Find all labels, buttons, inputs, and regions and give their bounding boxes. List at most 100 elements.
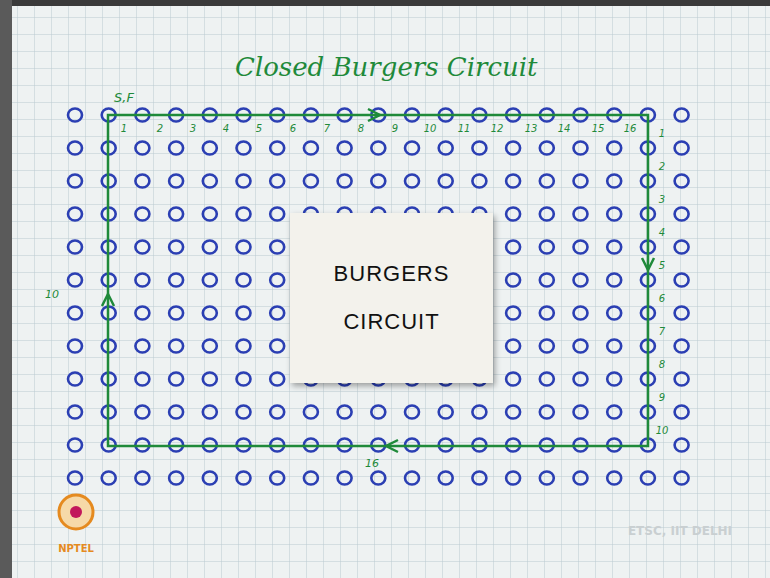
atom-circle bbox=[675, 142, 689, 155]
atom-circle bbox=[607, 373, 621, 386]
atom-circle bbox=[405, 406, 419, 419]
atom-circle bbox=[506, 472, 520, 485]
atom-circle bbox=[203, 208, 217, 221]
atom-circle bbox=[237, 373, 251, 386]
atom-circle bbox=[237, 307, 251, 320]
atom-circle bbox=[68, 175, 82, 188]
atom-circle bbox=[237, 142, 251, 155]
logo-text: NPTEL bbox=[58, 543, 94, 554]
atom-circle bbox=[338, 175, 352, 188]
atom-circle bbox=[472, 142, 486, 155]
atom-circle bbox=[607, 175, 621, 188]
atom-circle bbox=[540, 373, 554, 386]
logo-ring bbox=[59, 495, 93, 529]
atom-circle bbox=[439, 175, 453, 188]
step-count: 10 bbox=[45, 288, 59, 301]
atom-circle bbox=[68, 142, 82, 155]
atom-circle bbox=[304, 175, 318, 188]
atom-circle bbox=[237, 208, 251, 221]
atom-circle bbox=[675, 208, 689, 221]
atom-circle bbox=[203, 406, 217, 419]
step-count: 16 bbox=[365, 457, 379, 470]
direction-arrow bbox=[642, 258, 654, 270]
atom-circle bbox=[574, 241, 588, 254]
atom-circle bbox=[203, 241, 217, 254]
atom-circle bbox=[68, 340, 82, 353]
atom-circle bbox=[675, 472, 689, 485]
atom-circle bbox=[68, 373, 82, 386]
step-number: 10 bbox=[656, 425, 669, 436]
atom-circle bbox=[270, 307, 284, 320]
left-edge bbox=[0, 0, 12, 578]
atom-circle bbox=[169, 373, 183, 386]
step-number: 2 bbox=[659, 161, 665, 172]
step-number: 1 bbox=[121, 123, 127, 134]
atom-circle bbox=[203, 274, 217, 287]
step-number: 3 bbox=[659, 194, 665, 205]
atom-circle bbox=[237, 406, 251, 419]
atom-circle bbox=[135, 472, 149, 485]
step-number: 15 bbox=[592, 123, 605, 134]
paper-card: BURGERS CIRCUIT bbox=[290, 213, 493, 383]
step-number: 2 bbox=[157, 123, 163, 134]
atom-circle bbox=[574, 472, 588, 485]
atom-circle bbox=[304, 406, 318, 419]
atom-circle bbox=[169, 241, 183, 254]
step-number: 8 bbox=[659, 359, 665, 370]
atom-circle bbox=[203, 142, 217, 155]
atom-circle bbox=[472, 175, 486, 188]
atom-circle bbox=[607, 142, 621, 155]
atom-circle bbox=[169, 340, 183, 353]
atom-circle bbox=[675, 340, 689, 353]
atom-circle bbox=[675, 406, 689, 419]
atom-circle bbox=[675, 439, 689, 452]
atom-circle bbox=[506, 241, 520, 254]
atom-circle bbox=[574, 175, 588, 188]
atom-circle bbox=[506, 373, 520, 386]
atom-circle bbox=[540, 175, 554, 188]
atom-circle bbox=[203, 373, 217, 386]
diagram-title: Closed Burgers Circuit bbox=[235, 52, 538, 82]
atom-circle bbox=[574, 340, 588, 353]
atom-circle bbox=[540, 241, 554, 254]
atom-circle bbox=[135, 274, 149, 287]
atom-circle bbox=[540, 142, 554, 155]
atom-circle bbox=[304, 472, 318, 485]
atom-circle bbox=[338, 142, 352, 155]
atom-circle bbox=[371, 406, 385, 419]
atom-circle bbox=[68, 109, 82, 122]
direction-arrow bbox=[386, 440, 398, 452]
step-number: 6 bbox=[290, 123, 296, 134]
atom-circle bbox=[135, 175, 149, 188]
atom-circle bbox=[574, 274, 588, 287]
direction-arrow bbox=[368, 109, 380, 121]
direction-arrow bbox=[102, 294, 114, 306]
atom-circle bbox=[135, 373, 149, 386]
atom-circle bbox=[237, 241, 251, 254]
atom-circle bbox=[68, 472, 82, 485]
atom-circle bbox=[237, 175, 251, 188]
step-number: 5 bbox=[256, 123, 262, 134]
atom-circle bbox=[237, 340, 251, 353]
atom-circle bbox=[540, 340, 554, 353]
atom-circle bbox=[506, 142, 520, 155]
watermark: ETSC, IIT DELHI bbox=[628, 524, 732, 538]
atom-circle bbox=[506, 406, 520, 419]
atom-circle bbox=[169, 175, 183, 188]
atom-circle bbox=[270, 274, 284, 287]
atom-circle bbox=[675, 307, 689, 320]
atom-circle bbox=[203, 472, 217, 485]
atom-circle bbox=[371, 175, 385, 188]
atom-circle bbox=[371, 472, 385, 485]
step-number: 12 bbox=[491, 123, 504, 134]
atom-circle bbox=[607, 208, 621, 221]
atom-circle bbox=[270, 340, 284, 353]
step-number: 8 bbox=[358, 123, 364, 134]
atom-circle bbox=[574, 307, 588, 320]
step-number: 11 bbox=[458, 123, 471, 134]
atom-circle bbox=[675, 274, 689, 287]
atom-circle bbox=[135, 340, 149, 353]
atom-circle bbox=[540, 307, 554, 320]
card-text: BURGERS CIRCUIT bbox=[317, 250, 467, 346]
